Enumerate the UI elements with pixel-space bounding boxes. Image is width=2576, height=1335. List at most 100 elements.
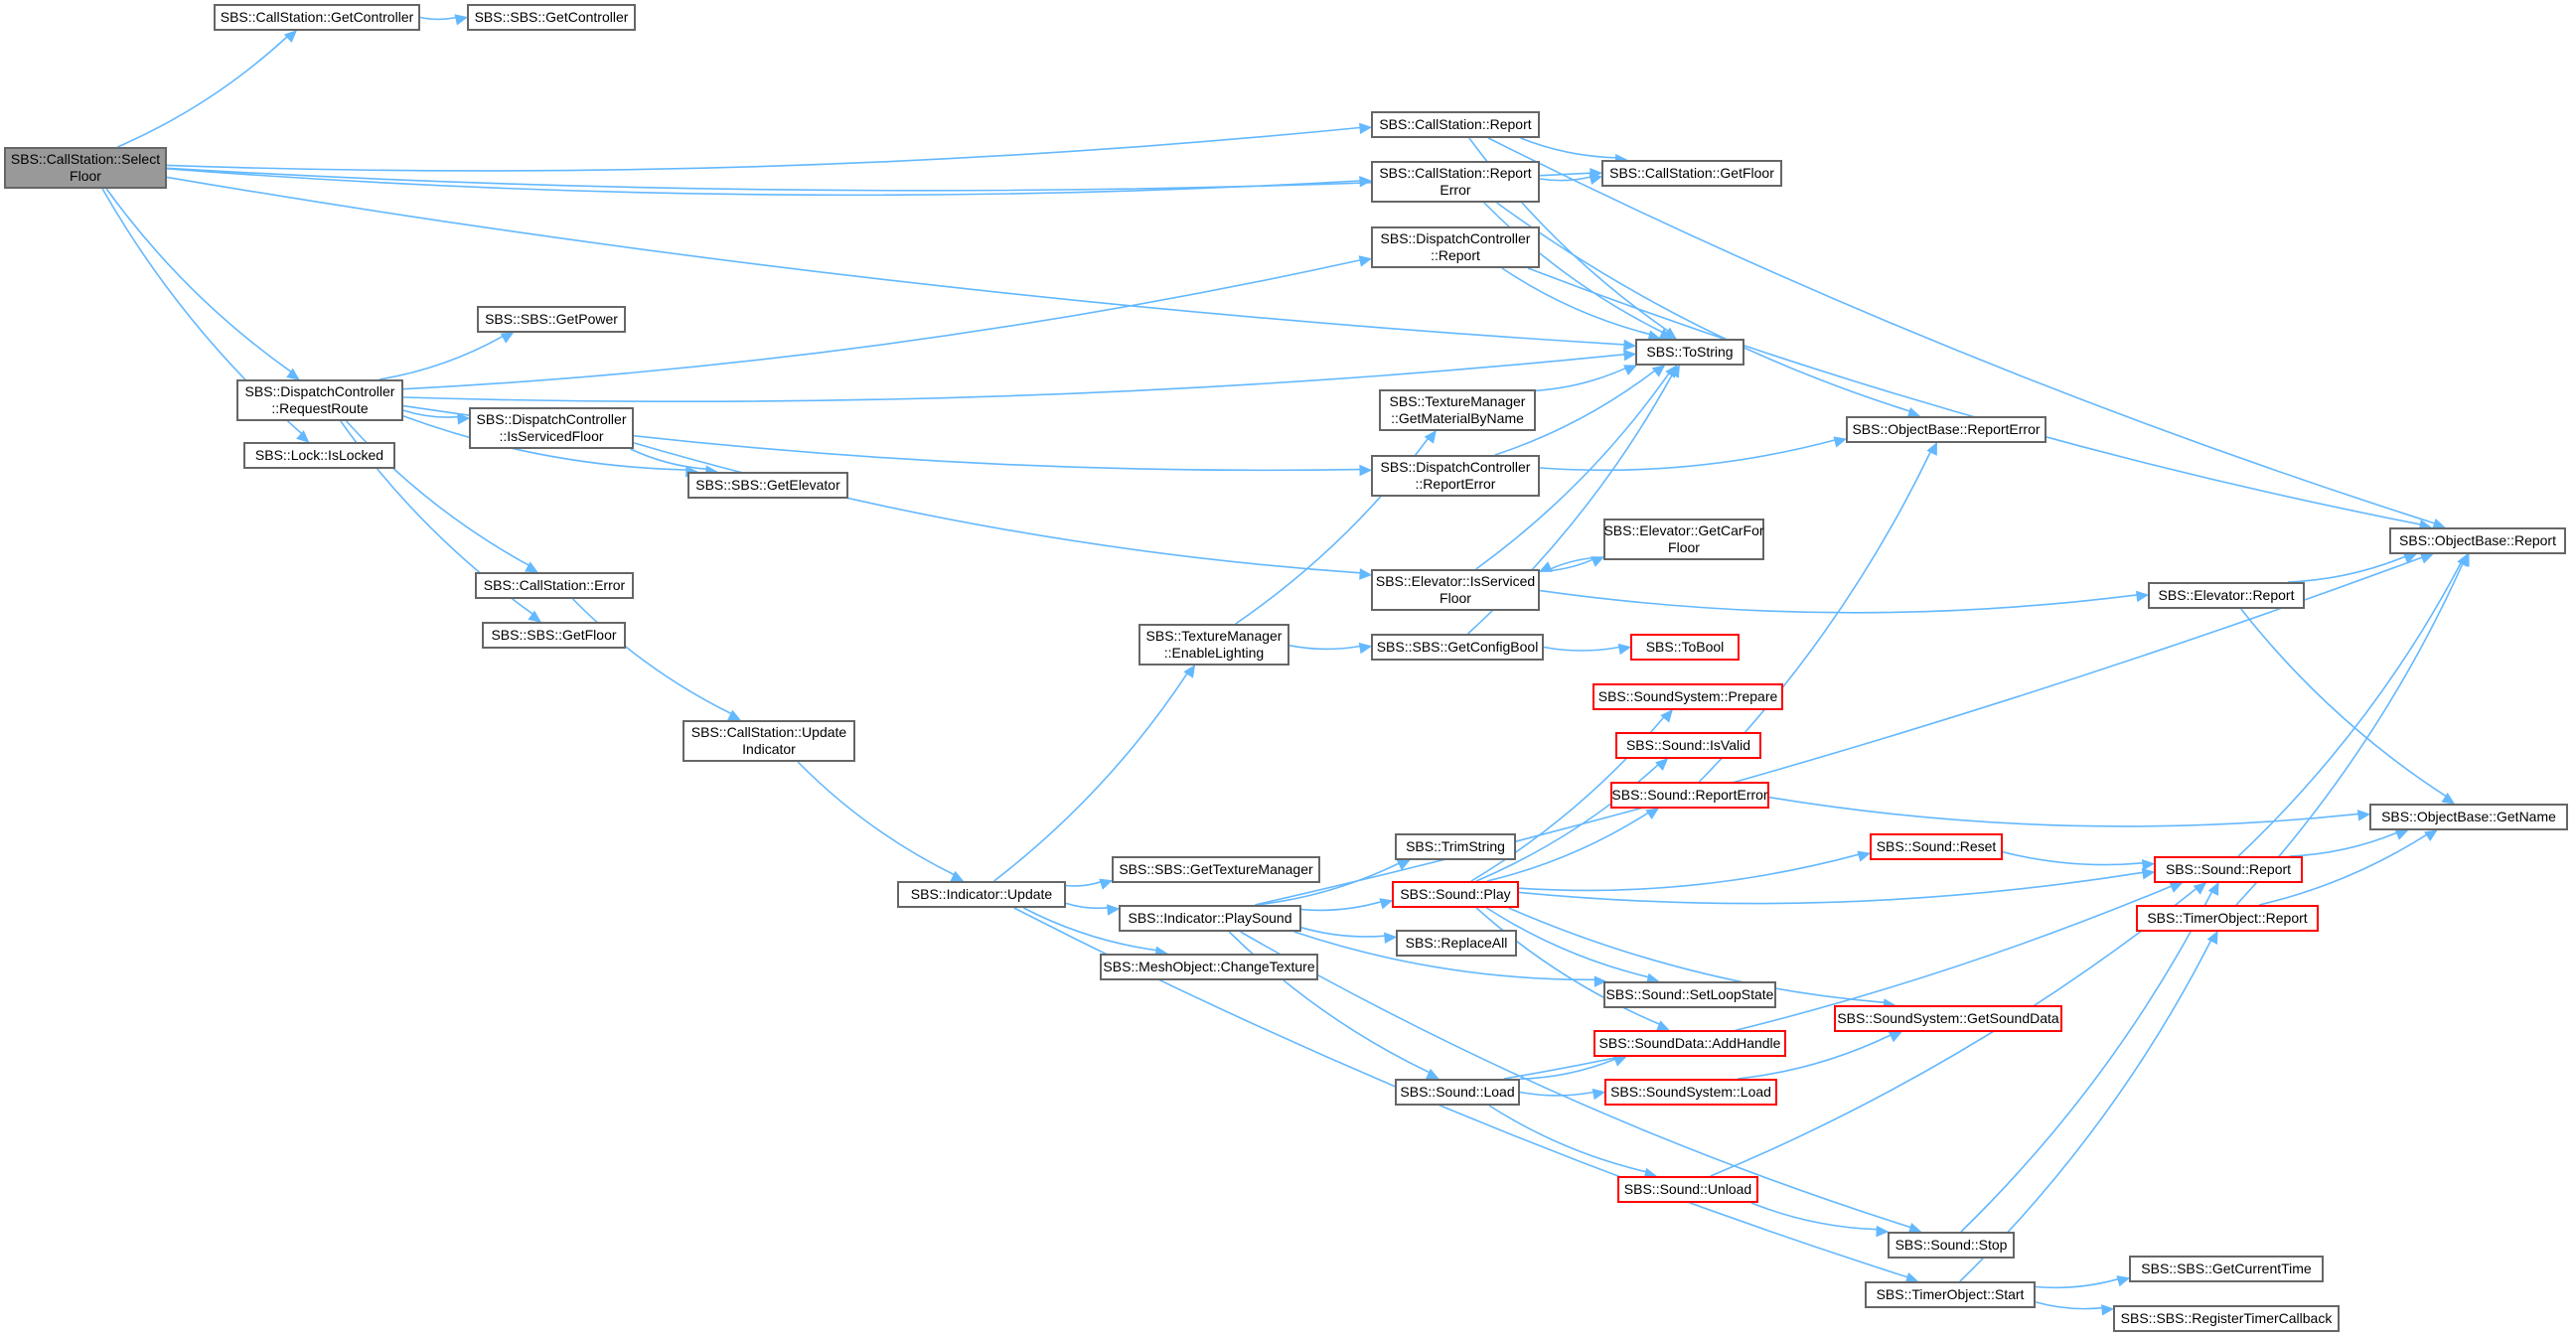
- node-sound-reporterror[interactable]: SBS::Sound::ReportError: [1610, 782, 1769, 809]
- edge-tm_getmaterialbyname-to-tostring: [1535, 367, 1626, 392]
- edge-arrowhead: [2169, 882, 2184, 893]
- edge-arrowhead: [727, 709, 742, 721]
- node-label: SBS::SoundData::AddHandle: [1598, 1035, 1781, 1051]
- edge-arrowhead: [1655, 1020, 1670, 1031]
- node-tm-getmaterialbyname[interactable]: SBS::TextureManager::GetMaterialByName: [1379, 389, 1536, 431]
- edge-dc_requestroute-to-sbs_getpower: [379, 335, 504, 380]
- node-sound-setloopstate[interactable]: SBS::Sound::SetLoopState: [1603, 981, 1776, 1008]
- edge-sound_unload-to-sound_stop: [1750, 1202, 1878, 1231]
- edge-arrowhead: [1888, 1031, 1902, 1043]
- edge-sound_stop-to-sound_report: [1960, 891, 2213, 1233]
- node-tm-enablelighting[interactable]: SBS::TextureManager::EnableLighting: [1138, 624, 1289, 666]
- edge-arrowhead: [2141, 868, 2156, 880]
- node-cs-error[interactable]: SBS::CallStation::Error: [475, 572, 634, 599]
- edge-indicator_playsound-to-replaceall: [1300, 927, 1386, 938]
- node-dc-requestroute[interactable]: SBS::DispatchController::RequestRoute: [236, 379, 403, 421]
- node-label: SBS::Elevator::Report: [2158, 587, 2295, 603]
- edge-ss_load-to-ss_getsounddata: [1738, 1034, 1892, 1080]
- edge-indicator_update-to-sbs_gettexturemanager: [1065, 881, 1102, 887]
- node-cs-getfloor[interactable]: SBS::CallStation::GetFloor: [1601, 160, 1782, 187]
- node-ob-getname[interactable]: SBS::ObjectBase::GetName: [2369, 804, 2568, 830]
- node-label: SBS::Sound::IsValid: [1625, 737, 1751, 753]
- edge-arrowhead: [1358, 255, 1373, 267]
- node-timer-start[interactable]: SBS::TimerObject::Start: [1865, 1281, 2036, 1308]
- edge-arrowhead: [1857, 850, 1872, 862]
- node-replaceall[interactable]: SBS::ReplaceAll: [1396, 930, 1517, 957]
- node-label: SBS::TrimString: [1406, 838, 1505, 854]
- node-ss-prepare[interactable]: SBS::SoundSystem::Prepare: [1592, 683, 1783, 710]
- edge-indicator_update-to-tm_enablelighting: [993, 672, 1188, 882]
- node-indicator-update[interactable]: SBS::Indicator::Update: [897, 881, 1066, 908]
- node-label: SBS::SBS::GetPower: [485, 311, 618, 327]
- node-label: SBS::CallStation::GetController: [220, 9, 414, 25]
- edge-arrowhead: [1658, 328, 1673, 340]
- node-trimstring[interactable]: SBS::TrimString: [1395, 833, 1516, 860]
- edge-arrowhead: [1617, 643, 1632, 656]
- edge-arrowhead: [1623, 339, 1637, 352]
- node-ss-load[interactable]: SBS::SoundSystem::Load: [1604, 1079, 1777, 1106]
- node-sbs-getelevator[interactable]: SBS::SBS::GetElevator: [687, 472, 848, 499]
- node-sound-stop[interactable]: SBS::Sound::Stop: [1888, 1232, 2015, 1259]
- node-sbs-getcontroller[interactable]: SBS::SBS::GetController: [467, 4, 636, 31]
- node-label: SBS::TimerObject::Start: [1876, 1286, 2025, 1302]
- node-dc-reporterror[interactable]: SBS::DispatchController::ReportError: [1371, 455, 1540, 497]
- node-ss-getsounddata[interactable]: SBS::SoundSystem::GetSoundData: [1834, 1005, 2062, 1032]
- node-sbs-gettexturemanager[interactable]: SBS::SBS::GetTextureManager: [1112, 856, 1320, 883]
- node-dc-report[interactable]: SBS::DispatchController::Report: [1371, 226, 1540, 268]
- node-label: SBS::MeshObject::ChangeTexture: [1103, 959, 1315, 974]
- node-sound-load[interactable]: SBS::Sound::Load: [1395, 1079, 1520, 1106]
- node-sound-unload[interactable]: SBS::Sound::Unload: [1617, 1176, 1758, 1203]
- edge-indicator_playsound-to-ob_report: [1255, 556, 2423, 906]
- node-label: SBS::Lock::IsLocked: [254, 447, 384, 463]
- edge-arrowhead: [1424, 430, 1437, 444]
- edge-sound_reset-to-sound_report: [2002, 850, 2144, 866]
- node-sound-report[interactable]: SBS::Sound::Report: [2154, 856, 2303, 883]
- node-tostring[interactable]: SBS::ToString: [1635, 339, 1744, 366]
- edge-arrowhead: [1384, 932, 1398, 945]
- node-sbs-getpower[interactable]: SBS::SBS::GetPower: [477, 306, 626, 333]
- edge-arrowhead: [500, 332, 515, 344]
- node-label: SBS::CallStation::Report: [1379, 116, 1532, 132]
- edge-elev_isservicedfloor-to-elev_report: [1539, 589, 2138, 614]
- node-sbs-getfloor[interactable]: SBS::SBS::GetFloor: [482, 622, 626, 649]
- node-lock-islocked[interactable]: SBS::Lock::IsLocked: [243, 442, 395, 469]
- node-ob-reporterror[interactable]: SBS::ObjectBase::ReportError: [1846, 416, 2046, 443]
- edge-indicator_playsound-to-sound_load: [1228, 931, 1431, 1074]
- edge-indicator_playsound-to-trimstring: [1256, 862, 1400, 906]
- node-timer-report[interactable]: SBS::TimerObject::Report: [2136, 905, 2319, 932]
- edge-cs_error-to-cs_updateindicator: [572, 598, 732, 715]
- edge-sound_report-to-ob_report: [2237, 562, 2462, 857]
- node-sd-addhandle[interactable]: SBS::SoundData::AddHandle: [1593, 1030, 1786, 1057]
- edge-sound_play-to-sd_addhandle: [1475, 907, 1660, 1025]
- node-mesh-changetexture[interactable]: SBS::MeshObject::ChangeTexture: [1100, 954, 1318, 980]
- edge-arrowhead: [1593, 975, 1607, 987]
- edge-arrowhead: [1358, 642, 1373, 655]
- node-sbs-getcurrenttime[interactable]: SBS::SBS::GetCurrentTime: [2129, 1256, 2324, 1282]
- node-dc-isservicedfloor[interactable]: SBS::DispatchController::IsServicedFloor: [469, 407, 634, 449]
- node-label: SBS::DispatchController::IsServicedFloor: [476, 411, 627, 444]
- node-tobool[interactable]: SBS::ToBool: [1630, 634, 1740, 661]
- node-sound-isvalid[interactable]: SBS::Sound::IsValid: [1615, 732, 1761, 759]
- edge-arrowhead: [2441, 792, 2456, 805]
- edge-dc_requestroute-to-dc_report: [402, 259, 1361, 390]
- edge-select_floor-to-cs_reporterror: [166, 168, 1361, 197]
- node-sbs-registertimercallback[interactable]: SBS::SBS::RegisterTimerCallback: [2113, 1305, 2340, 1332]
- node-sbs-getconfigbool[interactable]: SBS::SBS::GetConfigBool: [1371, 634, 1544, 661]
- node-cs-report[interactable]: SBS::CallStation::Report: [1371, 111, 1540, 138]
- node-label: SBS::SBS::GetElevator: [695, 477, 840, 493]
- node-cs-getcontroller[interactable]: SBS::CallStation::GetController: [214, 4, 420, 31]
- node-ob-report[interactable]: SBS::ObjectBase::Report: [2389, 527, 2566, 554]
- node-indicator-playsound[interactable]: SBS::Indicator::PlaySound: [1119, 905, 1301, 932]
- node-sound-reset[interactable]: SBS::Sound::Reset: [1870, 833, 2003, 860]
- edge-arrowhead: [1359, 176, 1373, 188]
- node-elev-report[interactable]: SBS::Elevator::Report: [2148, 582, 2305, 609]
- edge-arrowhead: [2419, 552, 2434, 564]
- node-sound-play[interactable]: SBS::Sound::Play: [1392, 881, 1519, 908]
- edge-arrowhead: [1591, 1088, 1606, 1101]
